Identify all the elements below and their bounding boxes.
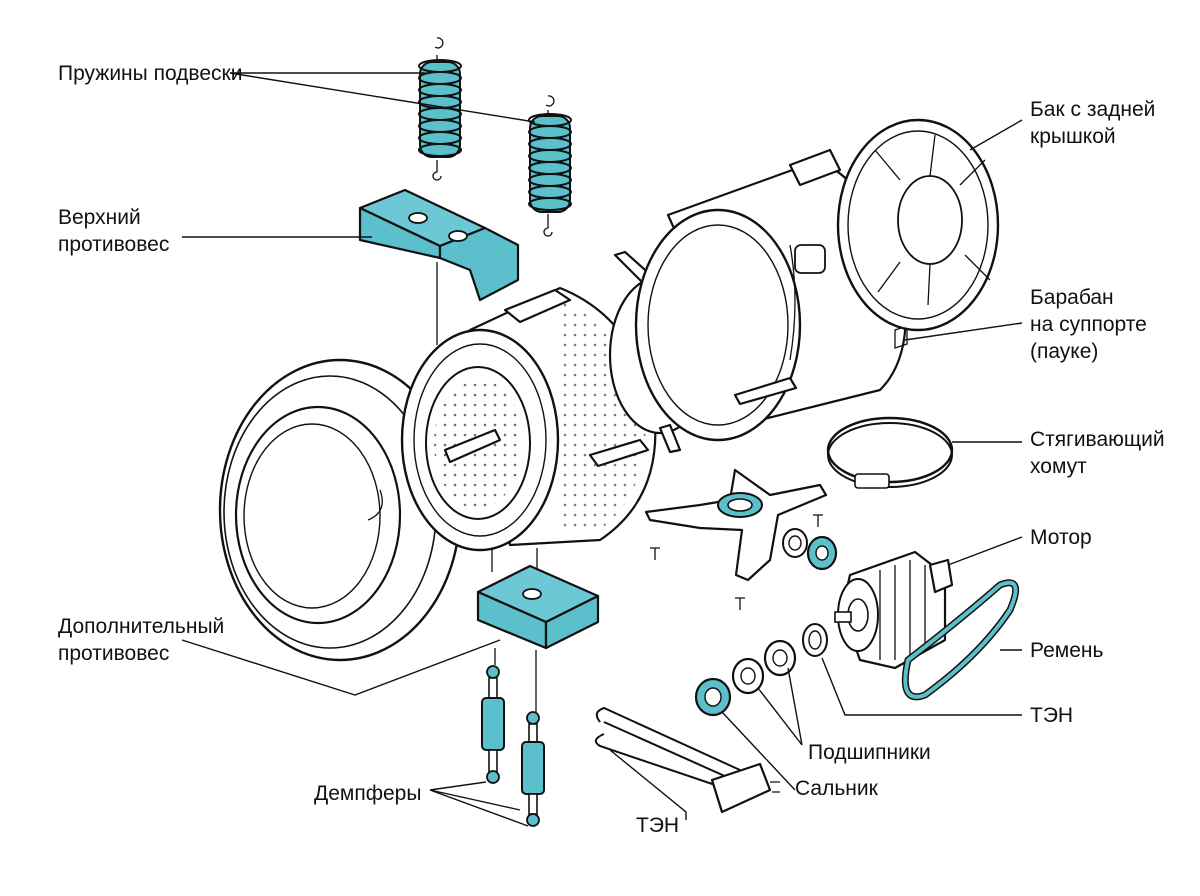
bearing-1 xyxy=(763,639,797,677)
bolts xyxy=(650,514,823,610)
seal-ring-small xyxy=(802,623,828,657)
label-suspension-springs: Пружины подвески xyxy=(58,62,242,85)
oil-seal xyxy=(694,677,732,717)
leader-lines xyxy=(181,72,1023,827)
label-heater-bottom: ТЭН xyxy=(636,814,679,837)
suspension-spring-1 xyxy=(418,37,462,181)
bearing-small-upper xyxy=(782,528,808,558)
label-tank-line1: Бак с задней xyxy=(1030,98,1155,121)
label-top-counterweight-line1: Верхний xyxy=(58,206,141,229)
drive-belt xyxy=(901,579,1020,701)
top-counterweight xyxy=(358,188,520,302)
label-clamp-line2: хомут xyxy=(1030,455,1087,478)
damper-2 xyxy=(521,711,545,827)
label-seal: Сальник xyxy=(795,777,879,800)
label-extra-counterweight-line2: противовес xyxy=(58,642,169,665)
heating-element xyxy=(594,706,780,814)
label-clamp-line1: Стягивающий xyxy=(1030,428,1165,451)
label-tank-line2: крышкой xyxy=(1030,125,1116,148)
bearing-teal-upper xyxy=(806,535,838,571)
label-heater-right: ТЭН xyxy=(1030,704,1073,727)
label-drum-line2: на суппорте xyxy=(1030,313,1147,336)
suspension-spring-2 xyxy=(528,95,572,237)
label-motor: Мотор xyxy=(1030,526,1092,549)
labels: Пружины подвески Верхний противовес Бак … xyxy=(58,62,1165,837)
label-extra-counterweight-line1: Дополнительный xyxy=(58,615,224,638)
tank-back-cover xyxy=(836,118,1000,332)
label-top-counterweight-line2: противовес xyxy=(58,233,169,256)
bearing-2 xyxy=(731,657,765,695)
label-dampers: Демпферы xyxy=(314,782,421,805)
label-drum-line3: (пауке) xyxy=(1030,340,1098,363)
motor xyxy=(834,550,954,670)
label-drum-line1: Барабан xyxy=(1030,286,1114,309)
shaft-flange xyxy=(644,468,828,582)
tightening-clamp xyxy=(826,416,954,489)
damper-1 xyxy=(481,665,505,784)
drum xyxy=(400,286,657,552)
extra-counterweight xyxy=(476,564,600,650)
label-bearings: Подшипники xyxy=(808,741,931,764)
label-belt: Ремень xyxy=(1030,639,1103,662)
